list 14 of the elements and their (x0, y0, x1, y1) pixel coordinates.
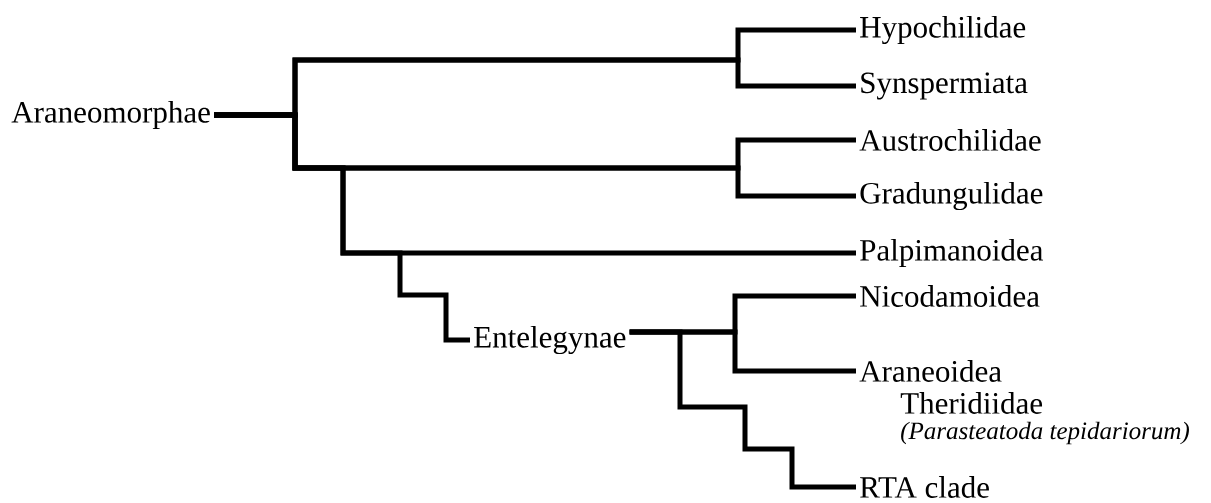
taxon-label: Entelegynae (474, 325, 626, 355)
taxon-label: RTA clade (860, 476, 989, 498)
taxon-note: Theridiidae (900, 392, 1043, 414)
branch-line (214, 112, 470, 343)
taxon-note: (Parasteatoda tepidariorum) (901, 421, 1189, 445)
branch-line (629, 329, 856, 490)
taxon-label: Palpimanoidea (860, 238, 1044, 268)
taxon-label: Austrochilidae (859, 129, 1041, 151)
taxon-label: Nicodamoidea (860, 285, 1040, 307)
taxon-label: Synspermiata (861, 72, 1028, 100)
taxon-label: Hypochilidae (860, 15, 1026, 45)
taxon-label: Gradungulidae (860, 181, 1043, 211)
taxon-label: Araneomorphae (11, 100, 210, 130)
taxon-label: Araneoidea (859, 360, 1002, 382)
